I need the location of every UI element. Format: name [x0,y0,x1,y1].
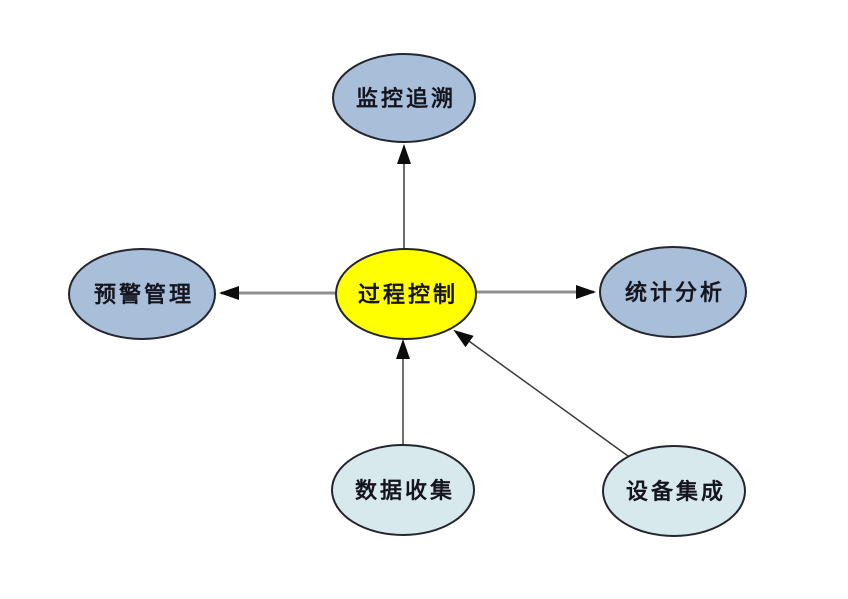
monitoring-trace-ellipse [332,53,476,143]
process-control-ellipse [335,248,477,340]
statistical-analysis-label: 统计分析 [625,280,725,306]
node-process-control: 过程控制 [335,248,477,340]
node-monitoring-trace: 监控追溯 [332,53,476,143]
node-statistical-analysis: 统计分析 [599,246,747,338]
equipment-integration-label: 设备集成 [626,479,726,505]
equipment-integration-ellipse [602,445,746,537]
process-control-label: 过程控制 [358,282,458,308]
node-data-collection: 数据收集 [331,444,475,536]
data-collection-ellipse [331,444,475,536]
edge-equipment-integration-to-process-control [453,329,629,457]
warning-management-ellipse [68,248,216,340]
statistical-analysis-ellipse [599,246,747,338]
node-warning-management: 预警管理 [68,248,216,340]
node-equipment-integration: 设备集成 [602,445,746,537]
warning-management-label: 预警管理 [94,282,194,308]
monitoring-trace-label: 监控追溯 [356,86,456,112]
data-collection-label: 数据收集 [355,478,455,504]
